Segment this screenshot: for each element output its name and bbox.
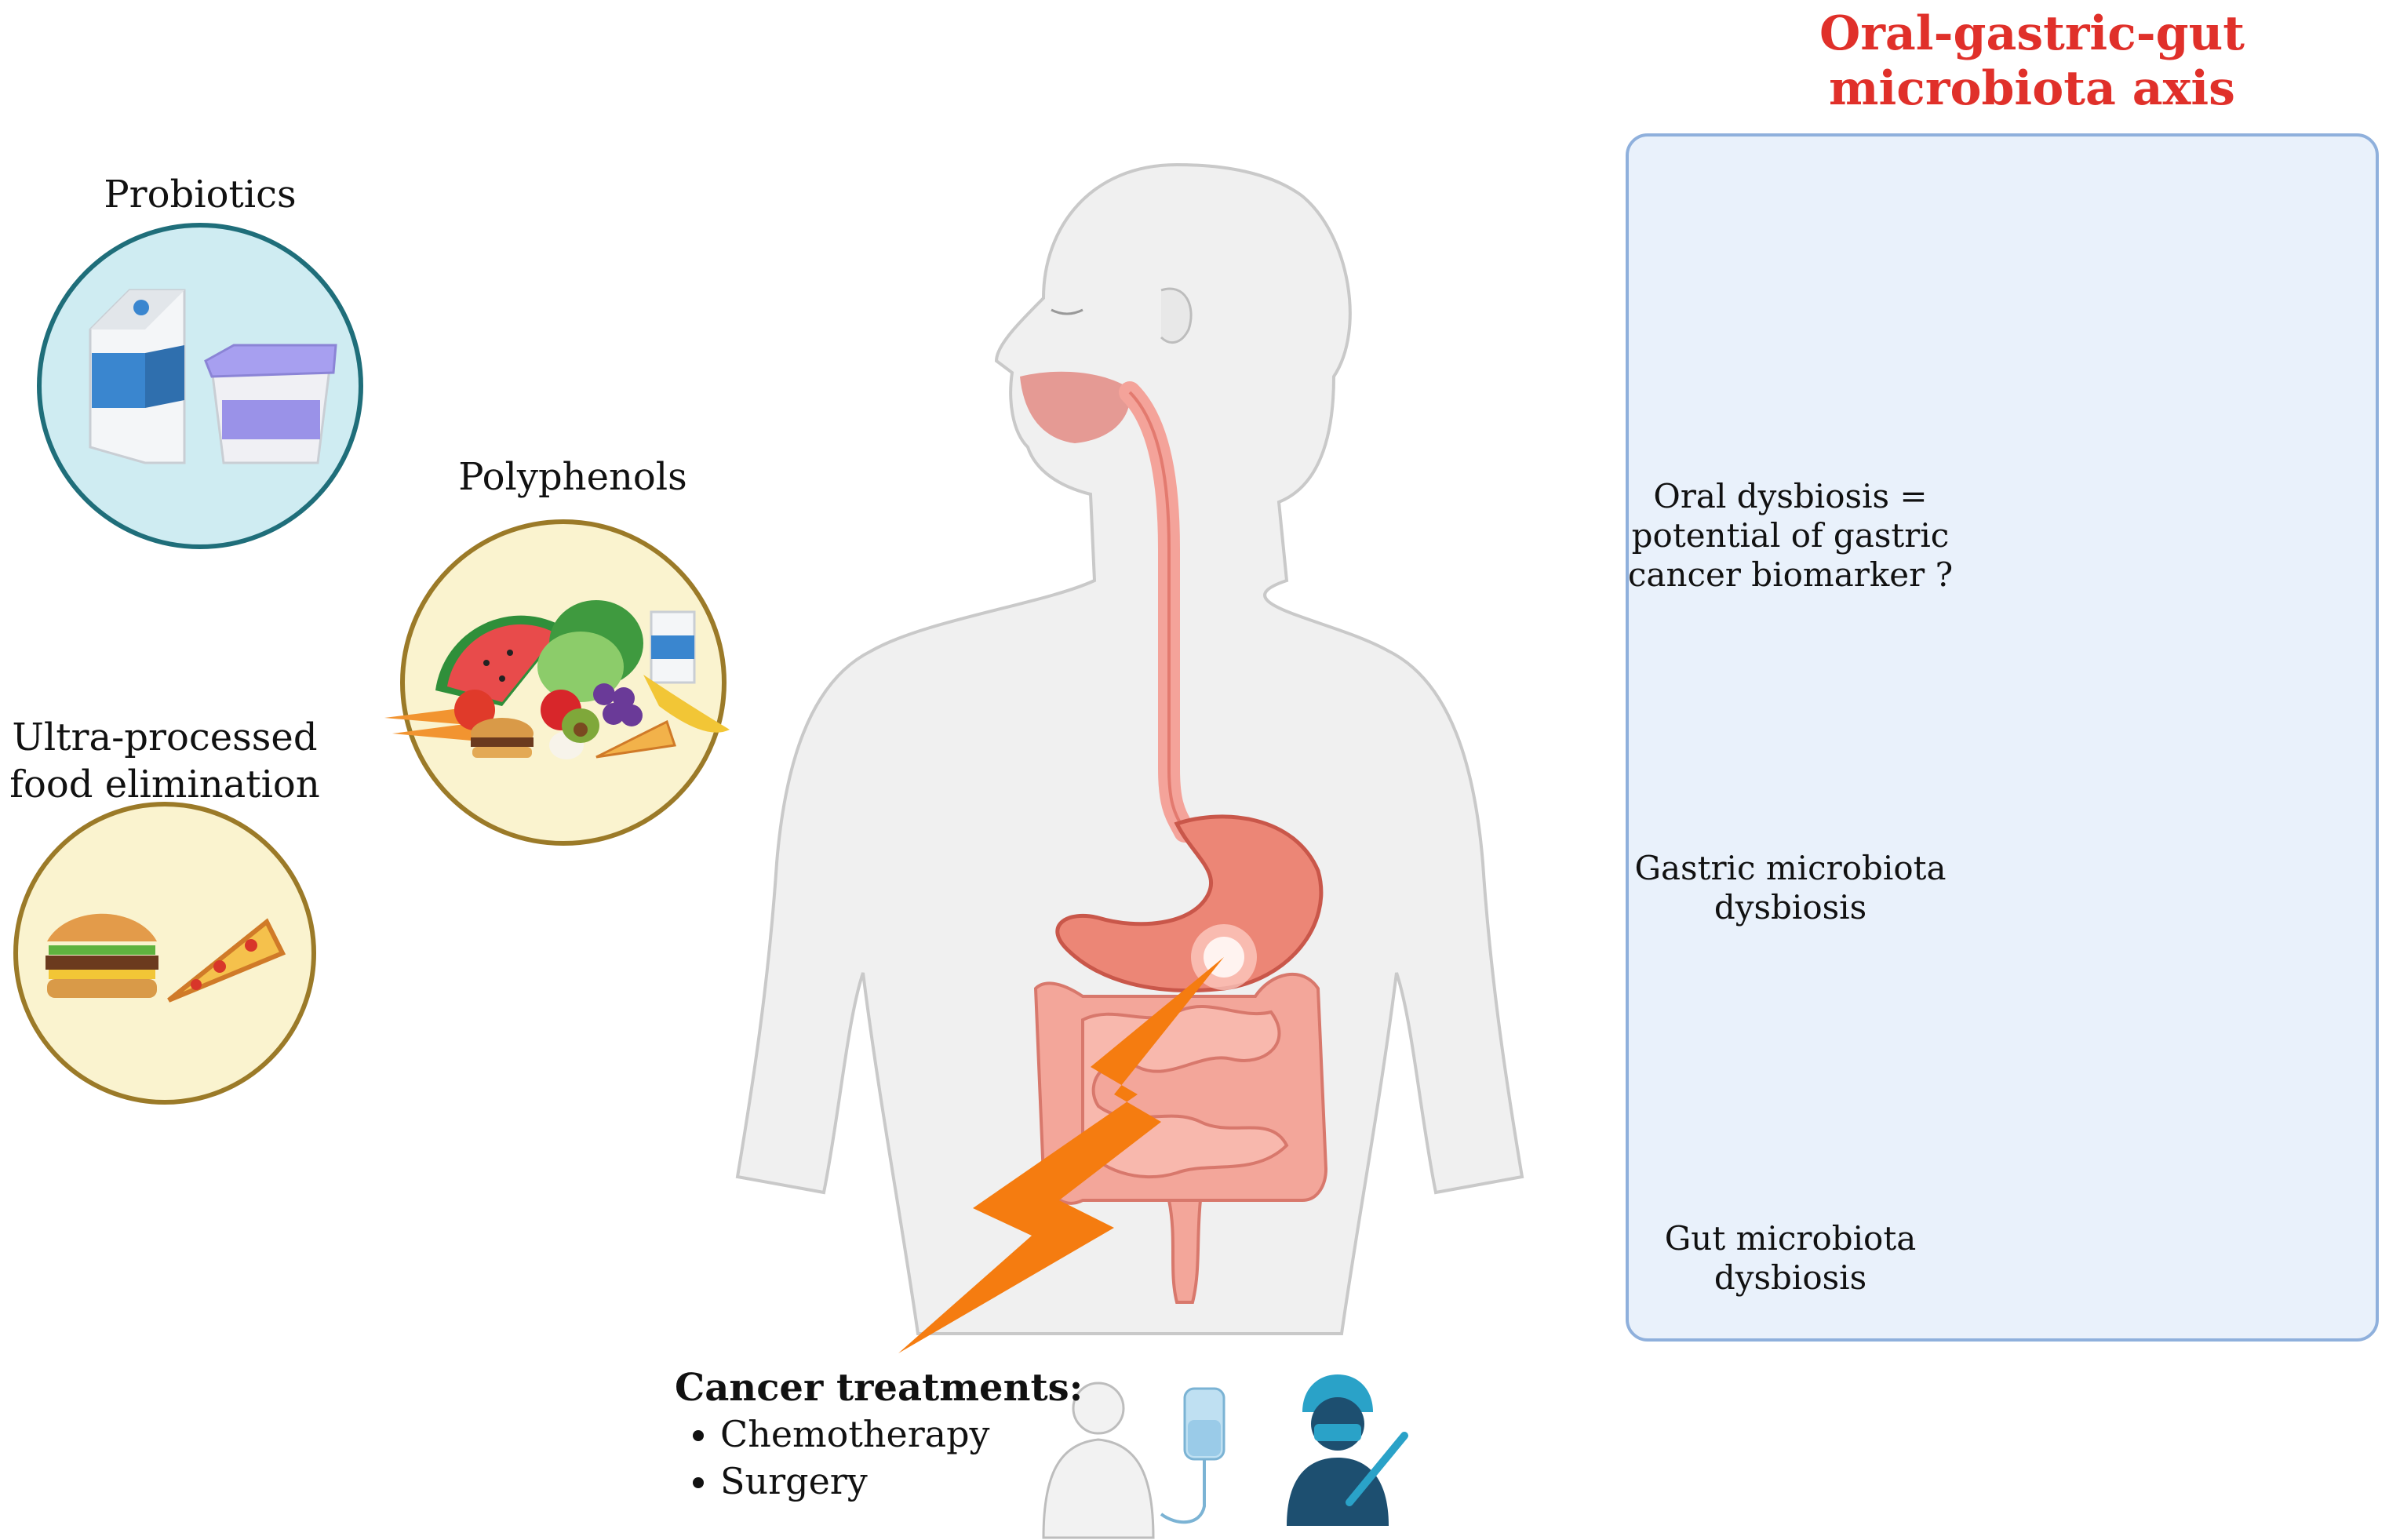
grapes-icon xyxy=(593,683,643,726)
burger-icon xyxy=(46,913,158,998)
gut-caption-line1: Gut microbiota xyxy=(1664,1219,1917,1258)
closed-eye xyxy=(1051,308,1083,315)
surgeon-icon xyxy=(1287,1374,1408,1526)
microbiota-axis-panel xyxy=(1626,133,2379,1342)
oral-caption-line1: Oral dysbiosis = xyxy=(1653,477,1928,515)
treatments-list: Chemotherapy Surgery xyxy=(675,1411,1083,1505)
chemotherapy-patient-icon xyxy=(1042,1382,1225,1539)
watermelon-icon xyxy=(435,615,565,706)
treatment-item: Surgery xyxy=(720,1458,1083,1505)
scalpel-icon xyxy=(1346,1432,1408,1506)
yogurt-cup-icon xyxy=(204,344,337,464)
polyphenols-circle xyxy=(384,519,730,846)
oral-caption-line2: potential of gastric xyxy=(1631,516,1950,555)
milk-carton-small-icon xyxy=(650,610,696,684)
probiotics-circle xyxy=(37,223,363,549)
lightning-bolt-icon xyxy=(898,957,1224,1353)
gut-dysbiosis-caption: Gut microbiota dysbiosis xyxy=(1626,1219,1955,1298)
treatments-heading: Cancer treatments: xyxy=(675,1366,1083,1410)
oral-caption-line3: cancer biomarker ? xyxy=(1627,555,1954,594)
rectum xyxy=(1167,1199,1203,1304)
upf-label-line2: food elimination xyxy=(9,763,320,806)
human-body xyxy=(735,162,1524,1335)
axis-title: Oral-gastric-gut microbiota axis xyxy=(1710,6,2354,116)
body-silhouette xyxy=(735,162,1524,1335)
oral-cavity xyxy=(1020,371,1131,443)
avocado-icon xyxy=(562,708,599,743)
tomato-icon xyxy=(454,690,495,730)
gastric-caption-line2: dysbiosis xyxy=(1713,888,1867,927)
ear xyxy=(1160,287,1193,344)
gastric-dysbiosis-caption: Gastric microbiota dysbiosis xyxy=(1626,849,1955,927)
treatment-item: Chemotherapy xyxy=(720,1411,1083,1458)
pizza-slice-small-icon xyxy=(595,719,676,759)
axis-title-line2: microbiota axis xyxy=(1829,61,2235,116)
probiotics-label: Probiotics xyxy=(104,173,297,217)
polyphenols-label: Polyphenols xyxy=(458,455,687,499)
gastric-caption-line1: Gastric microbiota xyxy=(1634,849,1947,887)
oral-dysbiosis-caption: Oral dysbiosis = potential of gastric ca… xyxy=(1626,477,1955,595)
milk-carton-icon xyxy=(89,289,186,464)
burger-small-icon xyxy=(471,718,534,758)
axis-title-line1: Oral-gastric-gut xyxy=(1819,6,2245,61)
pizza-slice-icon xyxy=(167,918,286,1003)
upf-label-line1: Ultra-processed xyxy=(12,715,318,759)
cancer-treatments: Cancer treatments: Chemotherapy Surgery xyxy=(675,1365,1083,1505)
upf-circle xyxy=(13,802,316,1105)
gut-caption-line2: dysbiosis xyxy=(1713,1258,1867,1297)
banana-icon xyxy=(643,675,730,733)
